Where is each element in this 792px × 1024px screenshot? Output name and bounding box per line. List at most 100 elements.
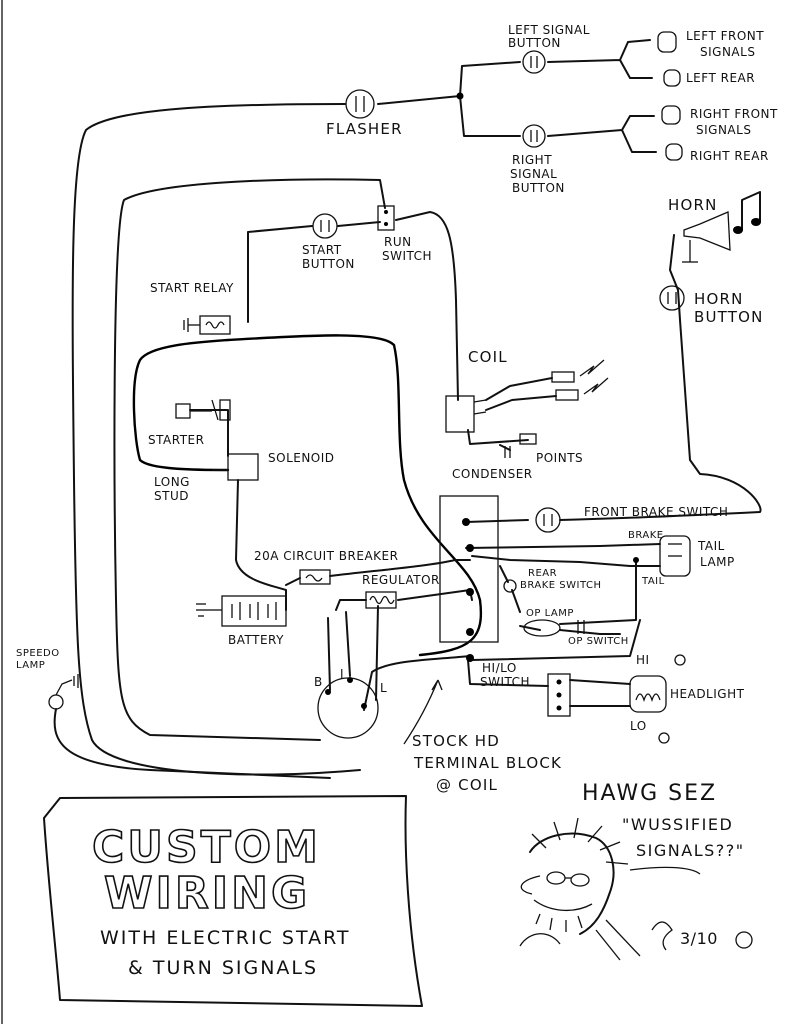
label-op-lamp: OP LAMP <box>526 608 574 619</box>
wire-right-lamps <box>547 115 657 153</box>
junction-dots <box>456 92 639 662</box>
arrow-terminal-block <box>403 679 443 745</box>
wire-coil-leads <box>485 377 557 411</box>
wire-start-button <box>247 221 381 323</box>
left-signal-button-symbol <box>522 50 546 74</box>
op-lamp-symbol <box>523 619 561 637</box>
wire-starter <box>189 409 229 457</box>
label-solenoid: SOLENOID <box>268 451 335 465</box>
wire-solenoid-batt <box>235 479 287 611</box>
label-right-rear: RIGHT REAR <box>690 149 769 163</box>
generator-symbol <box>317 677 379 739</box>
tail-lamp-symbol <box>659 535 691 577</box>
wire-breaker <box>285 559 471 586</box>
flasher-symbol <box>345 89 375 119</box>
wire-horn <box>669 234 681 321</box>
label-regulator: REGULATOR <box>362 573 440 587</box>
coil-symbol <box>445 395 487 433</box>
start-relay-symbol <box>183 315 231 335</box>
front-brake-switch-symbol <box>535 507 561 533</box>
label-flasher: FLASHER <box>326 120 403 138</box>
starter-symbol <box>175 399 231 421</box>
wire-rear-brake <box>499 559 637 625</box>
wire-left-button <box>459 61 521 97</box>
title-line-2: WIRING <box>104 868 310 919</box>
caption-signature: 3/10 <box>680 929 718 948</box>
spark-plug-symbols <box>551 359 609 401</box>
wire-coil-points <box>467 429 529 451</box>
solenoid-symbol <box>212 453 259 481</box>
wire-tail <box>471 555 661 567</box>
wire-op <box>519 625 621 635</box>
label-gen-b: B <box>314 675 323 689</box>
start-button-symbol <box>312 213 338 239</box>
horn-button-symbol <box>659 285 685 311</box>
title-box <box>43 795 423 1007</box>
label-left-rear: LEFT REAR <box>686 71 755 85</box>
headlight-symbol <box>629 654 686 744</box>
wire-heavy-loop <box>132 334 483 657</box>
wire-run-to-coil <box>395 211 459 401</box>
label-gen-i: I <box>340 667 344 681</box>
wire-front-brake <box>465 319 762 523</box>
wire-right-button <box>459 95 521 137</box>
wire-flasher-loop <box>71 103 361 776</box>
title-line-1: CUSTOM <box>92 822 321 873</box>
speedo-lamp-symbol <box>48 674 331 779</box>
caption-author: HAWG SEZ <box>582 781 717 806</box>
wire-gen <box>327 605 379 701</box>
terminal-block-outline <box>439 495 499 643</box>
wire-brake <box>465 543 661 549</box>
condenser-points-symbol <box>504 433 537 458</box>
rear-brake-switch-symbol <box>503 579 517 593</box>
label-brake: BRAKE <box>628 530 664 541</box>
label-gen-l: L <box>380 681 387 695</box>
label-starter: STARTER <box>148 433 204 447</box>
circuit-breaker-symbol <box>299 569 331 585</box>
quote-underline <box>629 866 701 875</box>
copyright-mark <box>735 931 753 949</box>
label-battery: BATTERY <box>228 633 284 647</box>
signature-mark <box>651 921 673 951</box>
label-condenser: CONDENSER <box>452 467 533 481</box>
right-signal-button-symbol <box>522 124 546 148</box>
title-line-3: WITH ELECTRIC START <box>100 927 351 949</box>
run-switch-symbol <box>377 205 395 231</box>
label-lo: LO <box>630 719 647 733</box>
hi-lo-switch-symbol <box>547 673 571 717</box>
wire-gen-loop <box>363 655 471 711</box>
lamp-symbols <box>657 31 683 161</box>
label-start-relay: START RELAY <box>150 281 234 295</box>
label-coil: COIL <box>468 348 508 366</box>
wire-headlight <box>467 619 641 707</box>
battery-symbol <box>196 595 287 627</box>
wire-regulator <box>335 589 473 611</box>
op-switch-symbol <box>577 620 585 634</box>
label-op-switch: OP SWITCH <box>568 636 629 647</box>
label-points: POINTS <box>536 451 583 465</box>
label-tail: TAIL <box>641 576 665 587</box>
wire-run-loop <box>113 178 386 741</box>
cartoon-face-drawing <box>519 817 641 961</box>
wire-left-lamps <box>547 39 653 79</box>
horn-symbol <box>682 211 731 263</box>
label-headlight: HEADLIGHT <box>670 687 745 701</box>
label-horn: HORN <box>668 196 718 214</box>
label-front-brake-switch: FRONT BRAKE SWITCH <box>584 505 728 519</box>
